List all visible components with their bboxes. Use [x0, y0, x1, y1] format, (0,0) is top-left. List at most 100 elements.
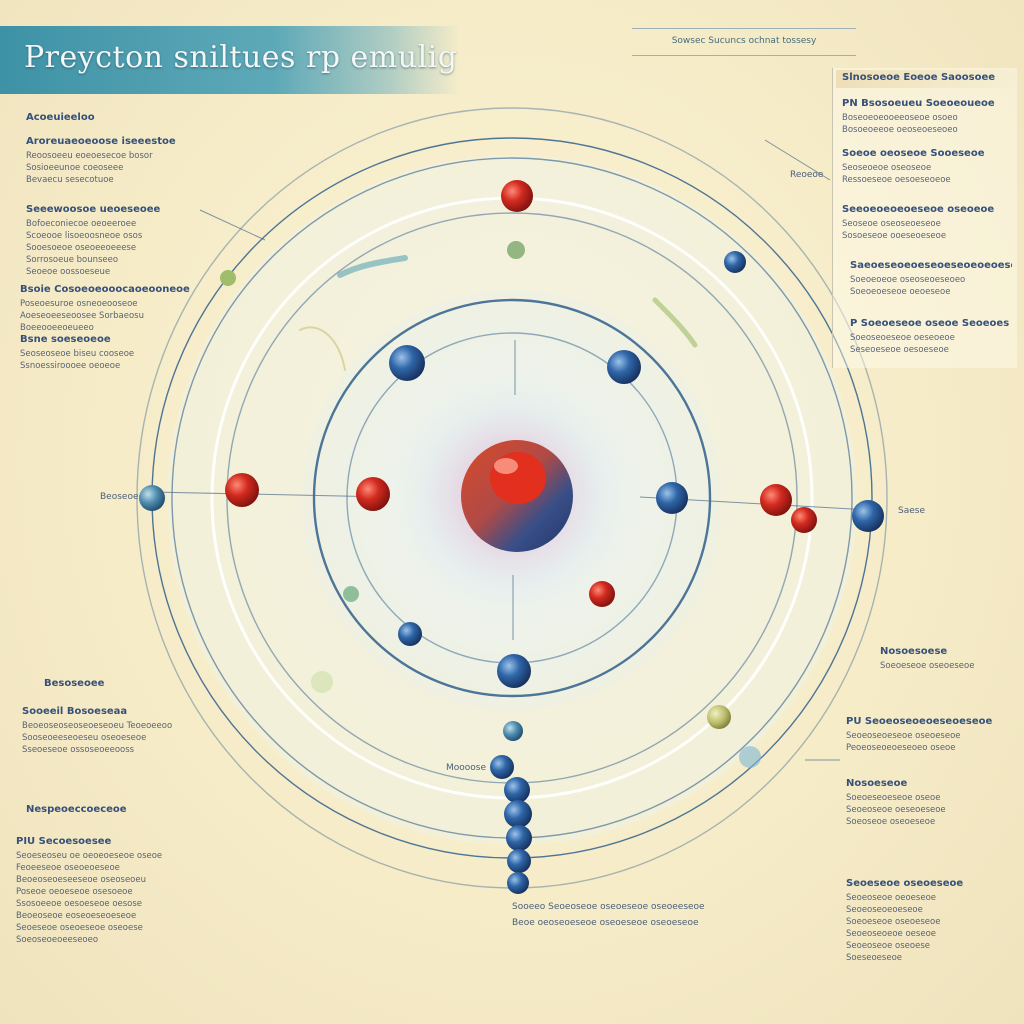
callout-line-2 — [764, 139, 831, 181]
right-note-1: PN Bsosoeueu Soeoeoueoe Boseoeoeooeeoseo… — [842, 98, 1012, 136]
left-note-4: Bsoie Cosoeoeooocaoeooneoe Poseoesuroe o… — [20, 284, 200, 334]
note-line: Bosoeoeeoe oeoseoeseoeo — [842, 125, 958, 135]
note-line: Seoseoeoe oseoseoe — [842, 163, 932, 173]
note-line: Seoseoseoe biseu cooseoe — [20, 349, 135, 359]
note-line: Soeoeseoe oseoeseoe — [880, 661, 975, 671]
note-line: Seseoeseoe oesoeseoe — [850, 345, 949, 355]
label-bottom-mid: Moooose — [446, 763, 487, 773]
note-line: Seoeoseoe oeoeseoe — [846, 893, 936, 903]
right-panel-head: Slnosoeoe Eoeoe Saoosoee — [842, 72, 1012, 86]
small-particle — [707, 705, 731, 729]
right-note-2: Soeoe oeoseoe Sooeseoe Seoseoeoe oseoseo… — [842, 148, 1012, 186]
note-title: PN Bsosoeueu Soeoeoueoe — [842, 98, 995, 109]
note-line: Soeoseoe oseoeseoe — [846, 817, 936, 827]
page-title: Preycton sniltues rp emulig — [24, 40, 458, 75]
left-note-5: Bsne soeseoeoe Seoseoseoe biseu cooseoe … — [20, 334, 180, 372]
note-line: Soeoseoeoeeseoeo — [16, 935, 99, 945]
note-line: Boeeooeeoeueeo — [20, 323, 94, 333]
electron — [504, 777, 530, 803]
note-line: Soeoeoeoe oseoseoeseoeo — [850, 275, 966, 285]
note-line: Beoeoseoseoseoeseoeu Teoeoeeoo — [22, 721, 173, 731]
proton — [225, 473, 259, 507]
note-line: Seoeoseoeseoe oseoeseoe — [846, 731, 961, 741]
note-line: Ressoeseoe oesoeseoeoe — [842, 175, 951, 185]
note-title: Soeoe oeoseoe Sooeseoe — [842, 148, 985, 159]
note-line: Seoeoe oossoeseue — [26, 267, 111, 277]
note-title: Nespeoeccoeceoe — [26, 804, 127, 815]
small-particle — [739, 746, 761, 768]
label-right-top: Reoeoe — [790, 170, 824, 180]
electron — [490, 755, 514, 779]
note-title: P Soeoeseoe oseoe Seoeoes — [850, 318, 1010, 329]
panel-heading: Slnosoeoe Eoeoe Saoosoee — [842, 72, 996, 83]
note-line: Scoeooe lisoeoosneoe osos — [26, 231, 143, 241]
note-line: Reoosoeeu eoeoesecoe bosor — [26, 151, 153, 161]
note-line: Ssnoessiroooee oeoeoe — [20, 361, 121, 371]
note-line: Sooesoeoe oseoeeoeeese — [26, 243, 137, 253]
electron — [724, 251, 746, 273]
small-particle — [220, 270, 236, 286]
note-line: Boseoeoeooeeoseoe osoeo — [842, 113, 958, 123]
right-panel — [832, 68, 1017, 368]
electron — [656, 482, 688, 514]
right-note-6: Nosoesoese Soeoeseoe oseoeseoe — [880, 646, 1010, 672]
note-line: Beoeoseoeseeseoe oseoseoeu — [16, 875, 146, 885]
left-note-1: Acoeuieeloo — [26, 112, 176, 126]
left-note-7: Sooeeil Bosoeseaa Beoeoseoseoseoeseoeu T… — [22, 706, 182, 756]
right-note-9: Seoeseoe oseoeseoe Seoeoseoe oeoeseoe Se… — [846, 878, 1012, 964]
note-title: Aroreuaeoeoose iseeestoe — [26, 136, 176, 147]
electron — [139, 485, 165, 511]
nucleus — [461, 440, 573, 552]
electron — [398, 622, 422, 646]
note-line: Soeoeseoeseoe oseoe — [846, 793, 941, 803]
electron — [507, 872, 529, 894]
proton — [356, 477, 390, 511]
note-title: Seoeseoe oseoeseoe — [846, 878, 964, 889]
electron — [497, 654, 531, 688]
electron — [507, 849, 531, 873]
note-title: Nosoesoese — [880, 646, 948, 657]
proton — [589, 581, 615, 607]
left-note-9: PIU Secoesoesee Seoeseoseu oe oeoeoeseoe… — [16, 836, 206, 946]
note-line: Beoeoseoe eoseoeseoeseoe — [16, 911, 137, 921]
right-note-5: P Soeoeseoe oseoe Seoeoes Soeoseoeseoe o… — [850, 318, 1012, 356]
right-note-8: Nosoeseoe Soeoeseoeseoe oseoe Seoeoseoe … — [846, 778, 1012, 828]
note-title: Seeoeoeoeoeseoe oseoeoe — [842, 204, 995, 215]
note-line: Soeoeseoe oseoeseoe — [846, 917, 941, 927]
note-line: Sosioeeunoe coeoseee — [26, 163, 124, 173]
note-line: Soeoseoeseoe oeseoeoe — [850, 333, 955, 343]
wisp — [337, 255, 408, 278]
left-note-2: Aroreuaeoeoose iseeestoe Reoosoeeu eoeoe… — [26, 136, 196, 186]
orbit-5 — [312, 298, 712, 698]
electron — [389, 345, 425, 381]
small-particle — [343, 586, 359, 602]
note-title: Sooeeil Bosoeseaa — [22, 706, 128, 717]
subtitle-strip: Sowsec Sucuncs ochnat tossesy — [632, 28, 856, 56]
right-panel-header-bar — [836, 70, 1016, 88]
right-note-7: PU Seoeoseoeoeseoeseoe Seoeoseoeseoe ose… — [846, 716, 1012, 754]
label-right: Saese — [898, 506, 925, 516]
note-line: Poseoesuroe osneoeooseoe — [20, 299, 138, 309]
left-note-6: Besoseoee — [44, 678, 164, 692]
left-note-8: Nespeoeccoeceoe — [26, 804, 156, 818]
note-line: Seoeoseoe oeseoeseoe — [846, 805, 946, 815]
note-line: Seoseoe oseoseoeseoe — [842, 219, 941, 229]
note-line: Sorrosoeue bounseeo — [26, 255, 119, 265]
particles — [139, 180, 884, 894]
note-line: Sooseoeeseoeseu oseoeseoe — [22, 733, 147, 743]
note-line: Sosoeseoe ooeseoeseoe — [842, 231, 947, 241]
note-title: Besoseoee — [44, 678, 105, 689]
electron — [852, 500, 884, 532]
note-line: Peoeoseoeoeseoeo oseoe — [846, 743, 956, 753]
small-particle — [507, 241, 525, 259]
note-line: Seoeseoe oseoeseoe oseoese — [16, 923, 143, 933]
note-line: Poseoe oeoeseoe osesoeoe — [16, 887, 133, 897]
bottom-caption-1: Sooeeo Seoeoseoe oseoeseoe oseoeeseoe — [512, 902, 705, 912]
note-title: Bsoie Cosoeoeooocaoeooneoe — [20, 284, 190, 295]
note-title: PIU Secoesoesee — [16, 836, 112, 847]
electron — [503, 721, 523, 741]
note-line: Bofoeconiecoe oeoeeroee — [26, 219, 137, 229]
note-title: Saeoeseoeoeseoeseoeoeoese — [850, 260, 1012, 271]
note-line: Soeoeoeseoe oeoeseoe — [850, 287, 951, 297]
